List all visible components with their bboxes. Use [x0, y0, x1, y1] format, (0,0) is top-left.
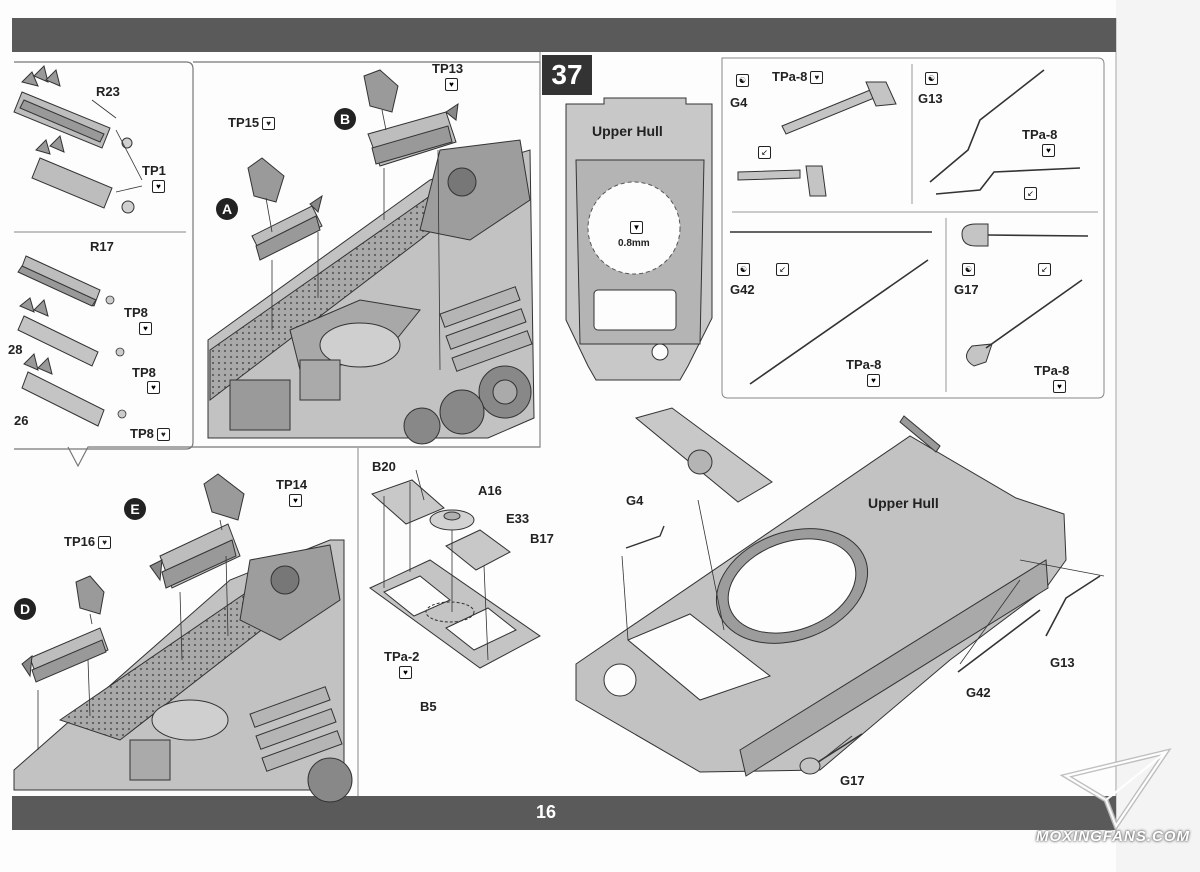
tp16-plate: [75, 575, 105, 615]
label-g17: G17: [954, 282, 979, 297]
hull-illustration-bottom: [13, 539, 353, 803]
rocket-rack-r23: [13, 65, 133, 149]
label-upper-hull-main: Upper Hull: [868, 495, 939, 511]
g4-rail-main: [625, 525, 665, 549]
label-drill-size: 0.8mm: [618, 238, 650, 249]
label-tp16: TP16♥: [64, 535, 112, 550]
label-tpa8-g42: TPa-8: [846, 357, 882, 372]
glue-icon: ♥: [1042, 144, 1055, 157]
rocket-rack-26: [21, 353, 105, 427]
part-sprue-icon: ☯: [737, 263, 750, 276]
glue-icon: ♥: [1053, 380, 1066, 393]
label-tp1: TP1: [142, 163, 166, 178]
label-g17-main: G17: [840, 773, 865, 788]
rocket-rack-r17: [17, 255, 101, 307]
label-28: 28: [8, 342, 23, 357]
drill-icon: ▼: [630, 221, 643, 234]
glue-icon: ♥: [289, 494, 302, 507]
label-tp14: TP14: [276, 477, 308, 492]
label-g4: G4: [730, 95, 748, 110]
glue-icon: ♥: [139, 322, 152, 335]
label-tp15: TP15♥: [228, 116, 276, 131]
part-g17: [961, 223, 1089, 367]
label-tp8-b: TP8: [132, 365, 156, 380]
label-tpa2: TPa-2: [384, 649, 420, 664]
label-r17: R17: [90, 239, 114, 254]
part-sprue-icon: ☯: [962, 263, 975, 276]
part-sprue-icon: ☯: [925, 72, 938, 85]
label-g13-main: G13: [1050, 655, 1075, 670]
label-g42: G42: [730, 282, 755, 297]
rocket-rack-e: [149, 523, 241, 589]
label-b17: B17: [530, 531, 554, 546]
glue-icon: ♥: [810, 71, 824, 85]
bend-icon: ↙: [1038, 263, 1051, 276]
part-g13: [929, 69, 1081, 195]
callout-a: A: [216, 198, 238, 220]
watermark-text: MOXINGFANS.COM: [1036, 828, 1191, 845]
upper-hull-plan: [565, 97, 713, 381]
callout-b: B: [334, 108, 356, 130]
callout-e: E: [124, 498, 146, 520]
glue-icon: ♥: [98, 536, 112, 550]
rocket-rack-a: [251, 194, 323, 261]
label-g42-main: G42: [966, 685, 991, 700]
rocket-rack-b: [367, 102, 459, 167]
part-g42: [730, 231, 932, 385]
glue-icon: ♥: [147, 381, 160, 394]
label-g13: G13: [918, 91, 943, 106]
tp14-plate: [203, 473, 245, 521]
bend-icon: ↙: [776, 263, 789, 276]
label-b5: B5: [420, 699, 437, 714]
glue-icon: ♥: [399, 666, 412, 679]
label-tp8-c: TP8♥: [130, 427, 170, 442]
label-a16: A16: [478, 483, 502, 498]
rocket-rack-28: [17, 297, 99, 367]
bend-icon: ↙: [758, 146, 771, 159]
label-tpa8-g13: TPa-8: [1022, 127, 1058, 142]
label-tpa8-g17: TPa-8: [1034, 363, 1070, 378]
label-tp13: TP13: [432, 61, 464, 76]
part-sprue-icon: ☯: [736, 74, 749, 87]
glue-icon: ♥: [156, 428, 170, 442]
watermark-plane-icon: [1059, 748, 1172, 832]
tp13-plate: [363, 69, 399, 113]
glue-icon: ♥: [262, 117, 276, 131]
page-number: 16: [535, 802, 557, 822]
upper-hull-assembly: [575, 407, 1067, 777]
footer-band: [12, 796, 1116, 830]
label-e33: E33: [506, 511, 530, 526]
hatch-subassembly: [369, 479, 541, 669]
label-b20: B20: [372, 459, 396, 474]
glue-icon: ♥: [445, 78, 458, 91]
bend-icon: ↙: [1024, 187, 1037, 200]
label-tp8-a: TP8: [124, 305, 148, 320]
label-upper-hull-plan: Upper Hull: [592, 123, 663, 139]
rocket-rack-d: [21, 627, 109, 683]
label-26: 26: [14, 413, 29, 428]
label-r23: R23: [96, 84, 120, 99]
glue-icon: ♥: [152, 180, 165, 193]
hull-illustration-top: [207, 139, 535, 445]
g17-shovel-main: [799, 733, 863, 775]
glue-icon: ♥: [867, 374, 880, 387]
tp15-plate: [247, 157, 285, 203]
header-band: [12, 18, 1116, 52]
rocket-rack-lower: [31, 135, 135, 214]
g42-rod-main: [957, 609, 1041, 673]
callout-d: D: [14, 598, 36, 620]
part-g4: [737, 81, 897, 197]
step-number: 37: [542, 55, 592, 95]
g13-rod-main: [1045, 575, 1101, 637]
label-g4-main: G4: [626, 493, 644, 508]
label-tpa8-g4: TPa-8♥: [772, 70, 824, 85]
